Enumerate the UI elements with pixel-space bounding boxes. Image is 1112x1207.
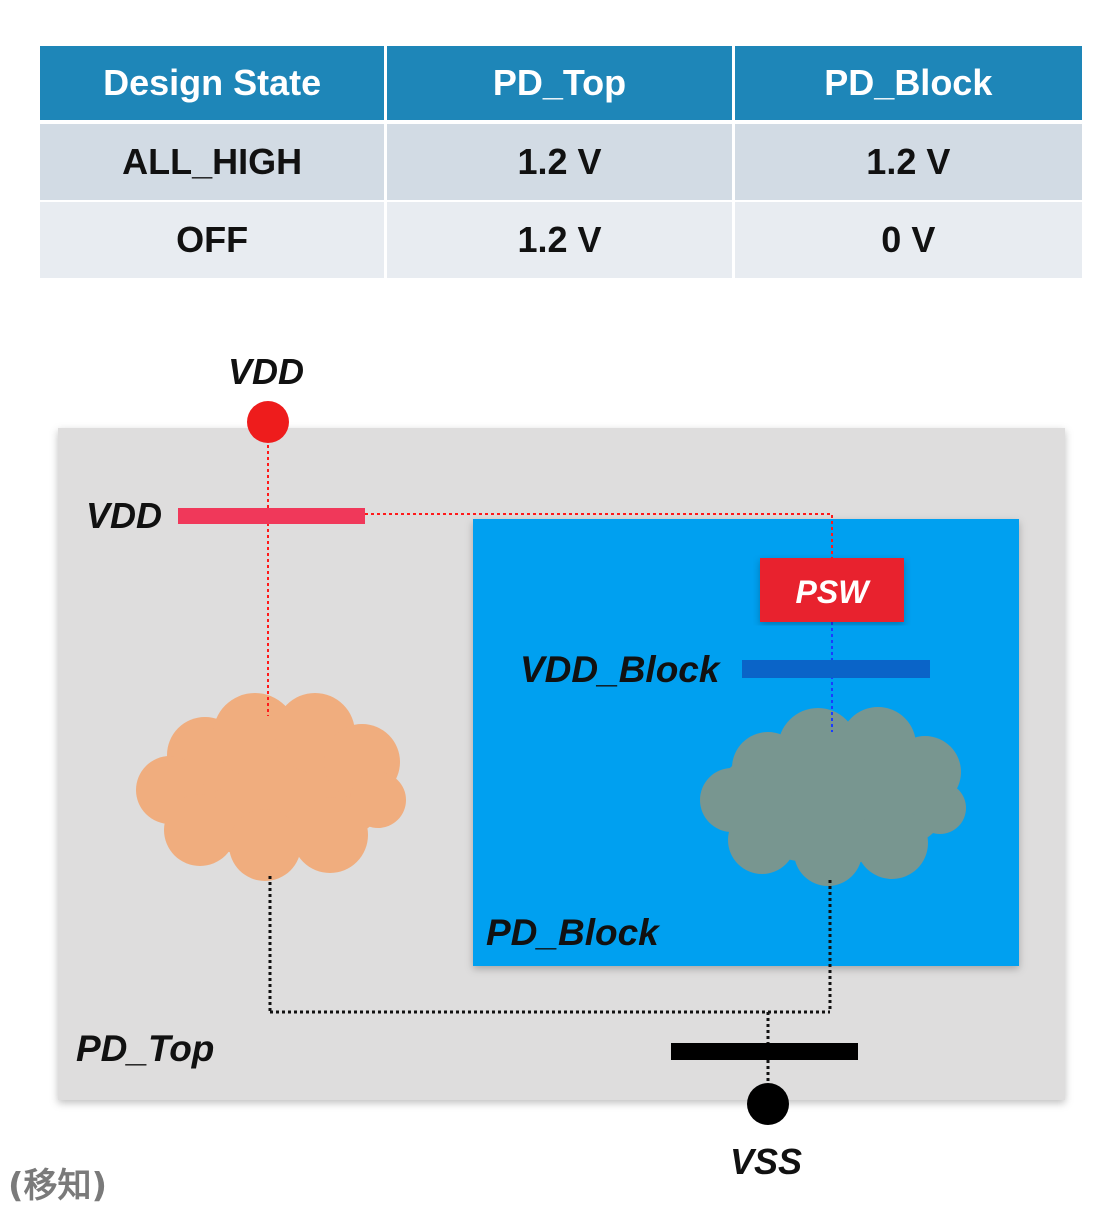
header-pd-top: PD_Top xyxy=(387,46,735,124)
table-row: ALL_HIGH 1.2 V 1.2 V xyxy=(40,124,1082,202)
cell-pd-block-voltage: 0 V xyxy=(734,202,1082,280)
header-pd-block: PD_Block xyxy=(734,46,1082,124)
top-logic-cloud-icon xyxy=(136,693,406,881)
vdd-block-label: VDD_Block xyxy=(520,649,722,690)
vdd-pin-label: VDD xyxy=(228,351,304,392)
block-logic-cloud-icon xyxy=(700,707,966,886)
vss-pin-icon xyxy=(747,1083,789,1125)
pd-top-label: PD_Top xyxy=(76,1028,214,1069)
source-watermark: (移知) xyxy=(8,1166,108,1206)
vss-label: VSS xyxy=(730,1141,802,1182)
table-row: OFF 1.2 V 0 V xyxy=(40,202,1082,280)
cell-pd-block-voltage: 1.2 V xyxy=(734,124,1082,202)
vss-rail xyxy=(671,1043,858,1060)
power-state-table: Design State PD_Top PD_Block ALL_HIGH 1.… xyxy=(40,46,1082,280)
vdd-block-rail xyxy=(742,660,930,678)
vdd-rail-label: VDD xyxy=(86,495,162,536)
cell-pd-top-voltage: 1.2 V xyxy=(387,124,735,202)
vdd-rail xyxy=(178,508,365,524)
psw-label: PSW xyxy=(796,574,872,610)
vdd-pin-icon xyxy=(247,401,289,443)
cell-pd-top-voltage: 1.2 V xyxy=(387,202,735,280)
table-header-row: Design State PD_Top PD_Block xyxy=(40,46,1082,124)
header-design-state: Design State xyxy=(40,46,388,124)
cell-state: OFF xyxy=(40,202,388,280)
cell-state: ALL_HIGH xyxy=(40,124,388,202)
power-switch xyxy=(760,558,904,622)
pd-block-label: PD_Block xyxy=(486,912,661,953)
